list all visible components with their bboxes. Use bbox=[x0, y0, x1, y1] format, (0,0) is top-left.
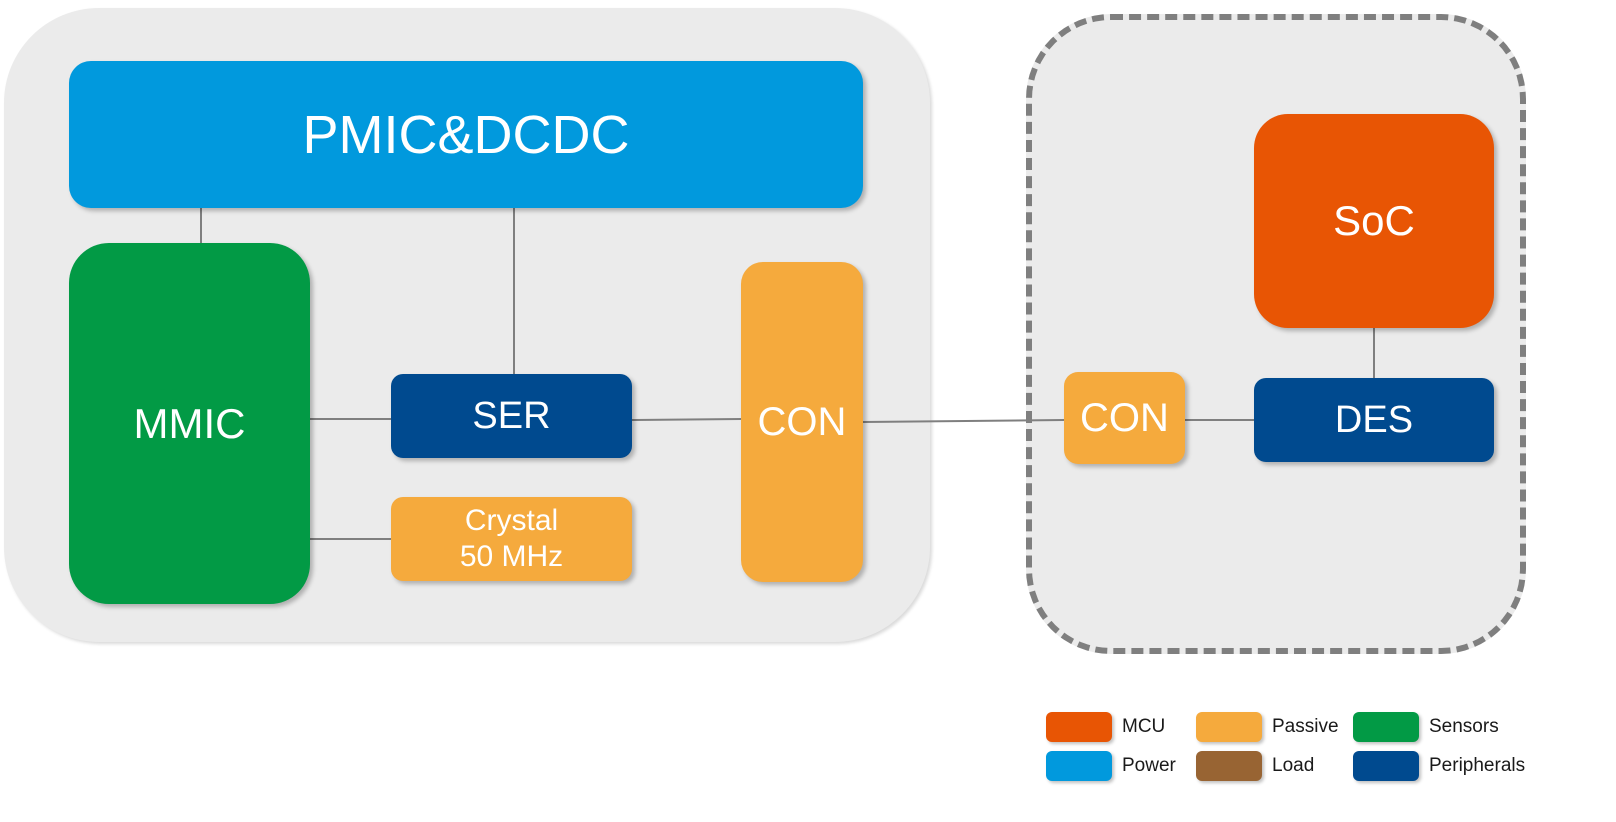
legend-label: Sensors bbox=[1429, 716, 1499, 737]
connector-con-con bbox=[862, 419, 1065, 423]
legend-label: Passive bbox=[1272, 716, 1339, 737]
crystal-label: Crystal bbox=[464, 504, 559, 537]
soc-block: SoC bbox=[1254, 114, 1494, 328]
connector-ser-con bbox=[631, 418, 742, 421]
legend-swatch-power bbox=[1046, 751, 1112, 781]
crystal-frequency: 50 MHz bbox=[459, 540, 564, 573]
legend-swatch-mcu bbox=[1046, 712, 1112, 742]
pmic-dcdc-block: PMIC&DCDC bbox=[69, 61, 863, 208]
legend-label: Power bbox=[1122, 755, 1176, 776]
legend-swatch-passive bbox=[1196, 712, 1262, 742]
con-left-block: CON bbox=[741, 262, 863, 582]
con-right-block: CON bbox=[1064, 372, 1185, 464]
crystal-block: Crystal 50 MHz bbox=[391, 497, 632, 581]
legend-swatch-peripherals bbox=[1353, 751, 1419, 781]
legend-label: Load bbox=[1272, 755, 1315, 776]
legend-item-mcu: MCU bbox=[1046, 712, 1165, 742]
legend-item-power: Power bbox=[1046, 751, 1176, 781]
legend-swatch-load bbox=[1196, 751, 1262, 781]
mmic-block: MMIC bbox=[69, 243, 310, 604]
des-block: DES bbox=[1254, 378, 1494, 462]
legend-swatch-sensors bbox=[1353, 712, 1419, 742]
legend-item-sensors: Sensors bbox=[1353, 712, 1499, 742]
legend-item-peripherals: Peripherals bbox=[1353, 751, 1525, 781]
legend-label: MCU bbox=[1122, 716, 1166, 737]
ser-block: SER bbox=[391, 374, 632, 458]
legend-item-passive: Passive bbox=[1196, 712, 1339, 742]
legend-item-load: Load bbox=[1196, 751, 1314, 781]
legend-label: Peripherals bbox=[1429, 755, 1526, 776]
